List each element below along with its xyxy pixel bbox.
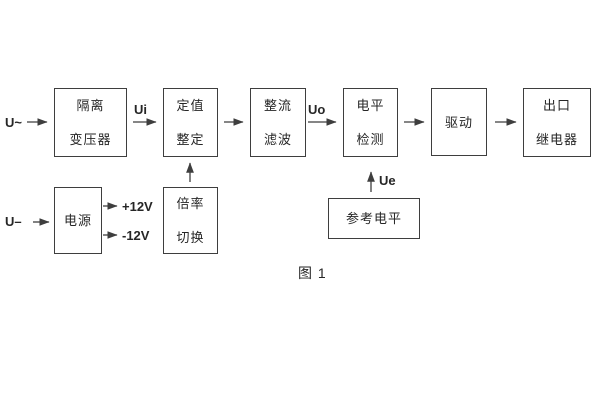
block-label: 参考电平 xyxy=(345,211,402,226)
block-label: 滤波 xyxy=(263,132,292,147)
block-label: 电源 xyxy=(63,213,92,228)
label-ue: Ue xyxy=(379,173,396,188)
block-setpoint-adjust: 定值 整定 xyxy=(163,88,218,157)
block-label: 出口 xyxy=(542,98,571,113)
block-label: 定值 xyxy=(176,98,205,113)
block-isolation-transformer: 隔离 变压器 xyxy=(54,88,127,157)
block-label: 驱动 xyxy=(444,114,473,130)
label-ui: Ui xyxy=(134,102,147,117)
block-ratio-switch: 倍率 切换 xyxy=(163,187,218,254)
block-label: 检测 xyxy=(356,132,385,147)
block-reference-level: 参考电平 xyxy=(328,198,420,239)
block-driver: 驱动 xyxy=(431,88,487,156)
block-label: 切换 xyxy=(176,230,205,245)
block-rectifier-filter: 整流 滤波 xyxy=(250,88,306,157)
block-label: 整定 xyxy=(176,132,205,147)
label-ac-input: U~ xyxy=(5,115,22,130)
block-label: 变压器 xyxy=(69,132,112,147)
label-minus12v: -12V xyxy=(122,228,150,243)
block-label: 倍率 xyxy=(176,196,205,211)
block-power-supply: 电源 xyxy=(54,187,102,254)
block-label: 隔离 xyxy=(76,98,105,113)
label-dc-input: U– xyxy=(5,214,22,229)
figure-caption: 图 1 xyxy=(298,265,327,281)
block-output-relay: 出口 继电器 xyxy=(523,88,591,157)
label-plus12v: +12V xyxy=(122,199,153,214)
block-label: 电平 xyxy=(356,98,385,113)
block-label: 整流 xyxy=(263,98,292,113)
block-label: 继电器 xyxy=(535,132,578,147)
block-level-detector: 电平 检测 xyxy=(343,88,398,157)
label-uo: Uo xyxy=(308,102,326,117)
